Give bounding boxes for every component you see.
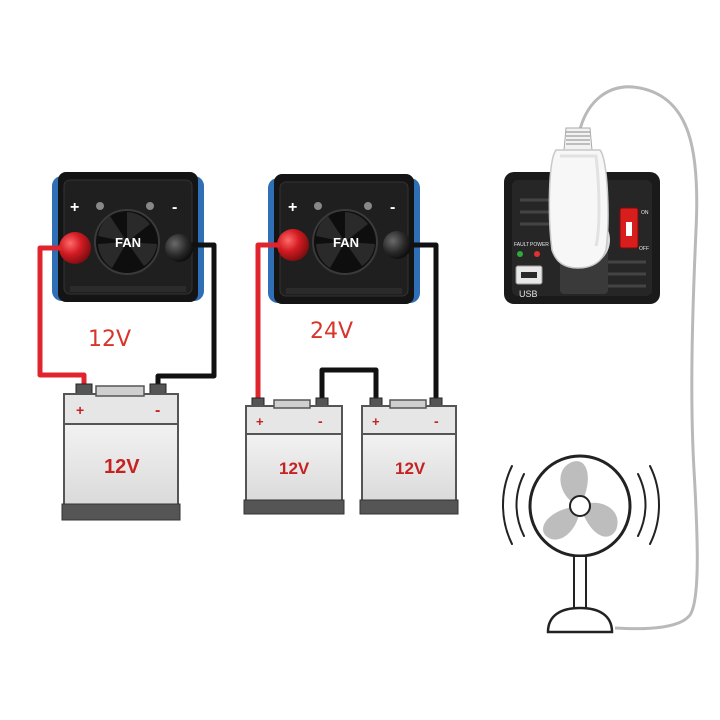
battery-2: + - 12V: [244, 398, 344, 514]
voltage-label-24v: 24V: [310, 319, 353, 344]
desk-fan-icon: [503, 456, 659, 632]
fan-label: FAN: [333, 235, 359, 250]
battery-plus: +: [76, 402, 84, 418]
battery-label: 12V: [104, 456, 140, 478]
off-label: OFF: [639, 246, 649, 252]
battery-label: 12V: [279, 459, 310, 478]
positive-terminal-icon: [277, 229, 309, 261]
minus-sign: -: [172, 199, 177, 216]
fault-led-icon: [517, 251, 523, 257]
on-label: ON: [641, 210, 649, 216]
plus-sign: +: [70, 199, 79, 216]
inverter-back-24v: + - FAN: [268, 174, 420, 304]
battery-1: + - 12V: [62, 384, 180, 520]
battery-minus: -: [318, 413, 323, 429]
usb-label: USB: [519, 289, 538, 299]
plus-sign: +: [288, 199, 297, 216]
series-jumper-wire: [322, 370, 376, 404]
battery-3: + - 12V: [360, 398, 458, 514]
power-label: POWER: [530, 242, 549, 248]
fan-label: FAN: [115, 235, 141, 250]
battery-plus: +: [372, 414, 380, 429]
negative-terminal-icon: [165, 234, 193, 262]
minus-sign: -: [390, 199, 395, 216]
positive-terminal-icon: [59, 232, 91, 264]
battery-minus: -: [155, 402, 160, 419]
battery-plus: +: [256, 414, 264, 429]
battery-minus: -: [434, 413, 439, 429]
voltage-label-12v: 12V: [88, 327, 131, 352]
battery-label: 12V: [395, 459, 426, 478]
negative-terminal-icon: [383, 231, 411, 259]
plug-icon: [549, 128, 608, 268]
power-led-icon: [534, 251, 540, 257]
fault-label: FAULT: [514, 242, 529, 248]
inverter-back-12v: + - FAN: [52, 172, 204, 302]
